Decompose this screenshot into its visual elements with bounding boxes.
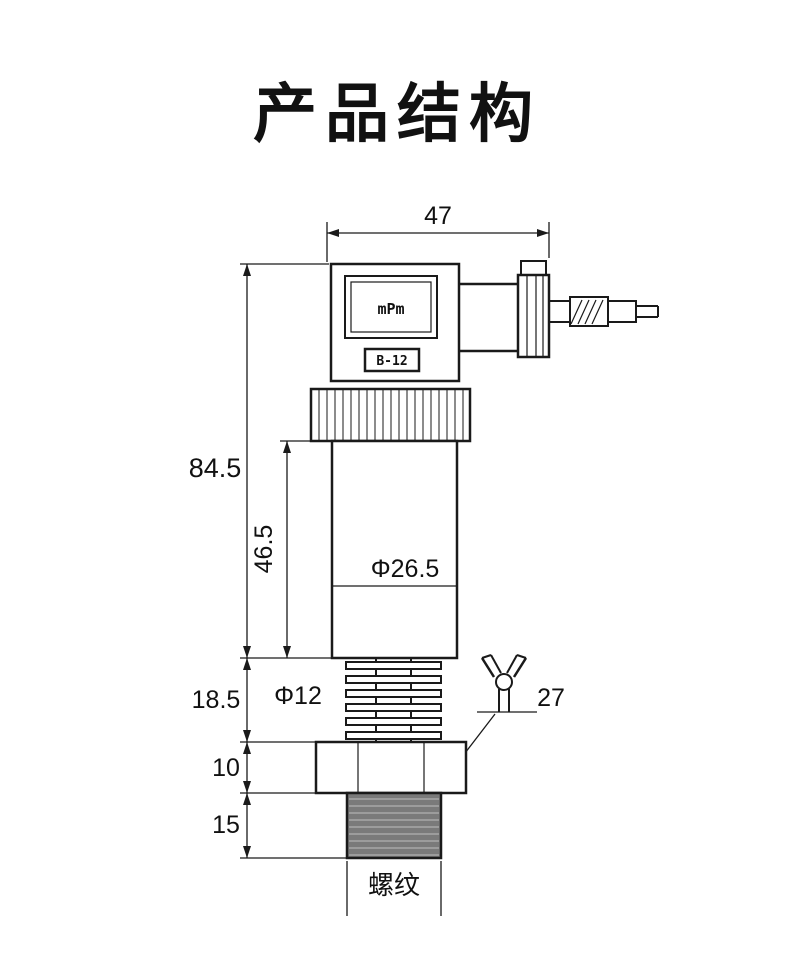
page-title: 产品结构: [253, 78, 541, 150]
clip-prong: [506, 654, 518, 674]
cable-hatch-line: [577, 299, 590, 325]
connector-model-plate: [363, 347, 421, 373]
dim-fins-height-label: 18.5: [192, 686, 241, 714]
connector-label-inner-border: [350, 281, 432, 333]
knurled-locknut: [309, 387, 472, 443]
arrow-down-icon: [283, 646, 291, 658]
clip-prong: [490, 654, 502, 674]
cooling-fins: [345, 658, 442, 742]
arrow-left-icon: [327, 229, 339, 237]
fin: [345, 703, 442, 712]
fin: [345, 675, 442, 684]
dim-thread-length-label: 15: [212, 811, 240, 839]
dim-clip-label: 27: [537, 684, 565, 712]
thread-label: 螺纹: [368, 870, 420, 900]
main-body: Φ26.5: [330, 439, 459, 660]
clip-prong-tip: [481, 654, 492, 659]
fin: [345, 689, 442, 698]
arrow-down-icon: [243, 846, 251, 858]
hex-body: [314, 740, 468, 795]
mounting-clip-icon: 27: [451, 654, 565, 771]
thread-texture: [349, 798, 439, 856]
arrow-up-icon: [243, 264, 251, 276]
body-cylinder: [330, 439, 459, 660]
dim-hex-height-label: 10: [212, 754, 240, 782]
arrow-up-icon: [243, 793, 251, 805]
connector-housing: mPm B-12: [329, 262, 461, 383]
fin: [345, 731, 442, 740]
arrow-up-icon: [243, 742, 251, 754]
dim-overall-height-label: 84.5: [189, 453, 242, 483]
cable: [549, 296, 659, 327]
cable-hatch-line: [591, 299, 604, 325]
fin: [345, 661, 442, 670]
thread-label-group: 螺纹: [346, 861, 442, 916]
connector-display-text: mPm: [377, 300, 404, 318]
fin: [345, 717, 442, 726]
fin-diameter-label-group: Φ12: [274, 682, 322, 710]
dim-fins-diameter-label: Φ12: [274, 682, 322, 710]
gland-cap: [520, 260, 547, 276]
arrow-up-icon: [243, 658, 251, 670]
gland-nut: [516, 273, 551, 359]
arrow-down-icon: [243, 781, 251, 793]
knurl-lines: [318, 389, 464, 441]
top-width-dimension: 47: [326, 202, 550, 262]
dim-top-width-label: 47: [424, 202, 452, 230]
cable-gland: [459, 260, 551, 359]
clip-prong-tip: [516, 654, 527, 659]
arrow-right-icon: [537, 229, 549, 237]
arrow-down-icon: [243, 646, 251, 658]
arrow-up-icon: [283, 441, 291, 453]
arrow-down-icon: [243, 730, 251, 742]
hex-nut: [314, 740, 468, 795]
clip-prong: [512, 657, 528, 678]
clip-prong: [480, 657, 496, 678]
dim-body-height-label: 46.5: [250, 525, 278, 574]
cable-hatch-line: [570, 299, 583, 325]
connector-label-plate: [344, 275, 438, 339]
cable-hatch-line: [584, 299, 597, 325]
thread-body: [345, 791, 443, 860]
cable-ferrule: [607, 300, 637, 323]
clip-eye: [495, 673, 513, 691]
left-dimensions: 84.5 18.5 10 15: [189, 263, 347, 859]
body-height-dimension: 46.5: [250, 440, 332, 658]
connector-model-label: B-12: [376, 354, 407, 369]
dim-body-diameter-label: Φ26.5: [371, 555, 440, 583]
thread-stub: [345, 791, 443, 860]
